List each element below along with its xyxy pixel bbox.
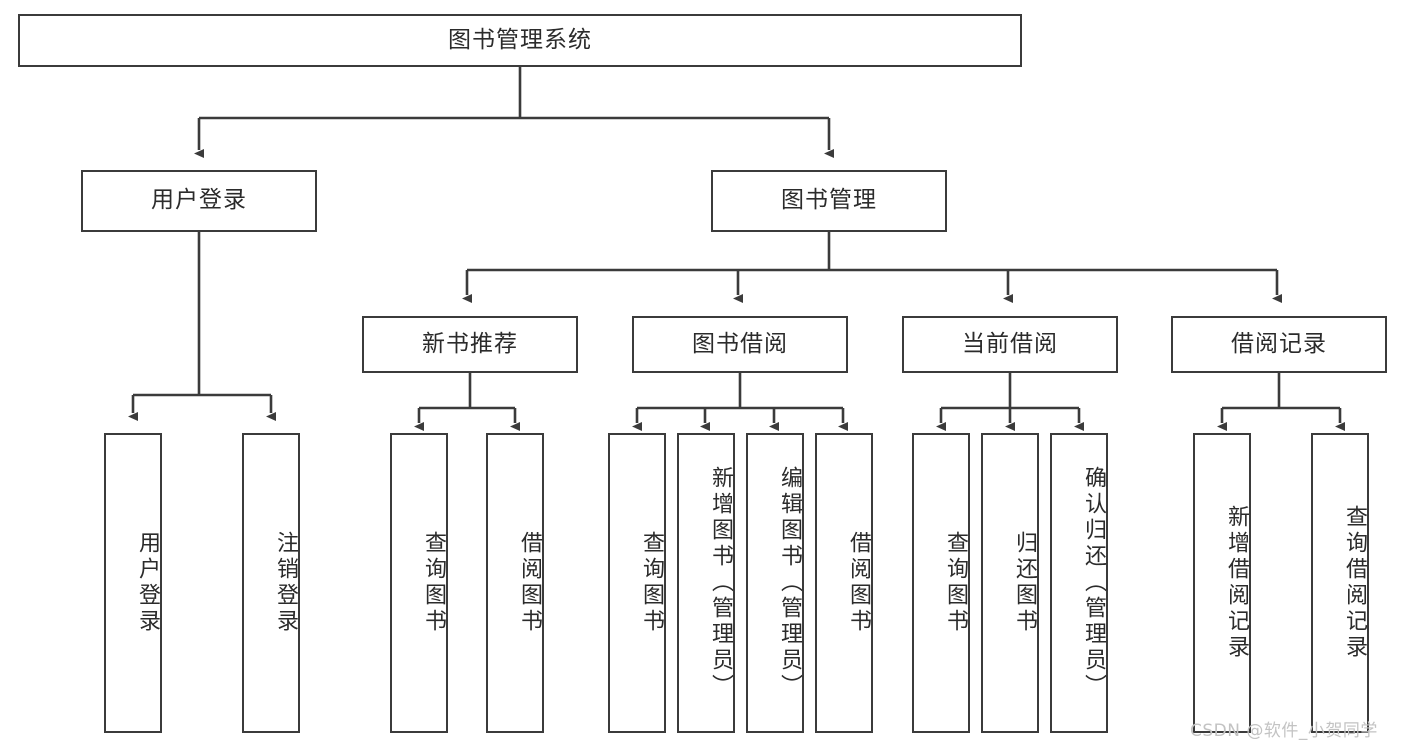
node-label: 查询图书 (943, 531, 968, 635)
node-label: 新书推荐 (422, 330, 518, 357)
node-label: 借阅图书 (846, 531, 871, 635)
leaf-user-login[interactable]: 用户登录 (104, 433, 162, 733)
node-label: 图书管理 (781, 187, 877, 214)
leaf-return-book[interactable]: 归还图书 (981, 433, 1039, 733)
node-label: 用户登录 (135, 531, 160, 635)
node-book-borrow[interactable]: 图书借阅 (632, 316, 848, 373)
node-label: 借阅记录 (1231, 330, 1327, 357)
node-label: 查询图书 (421, 531, 446, 635)
leaf-query-book-current[interactable]: 查询图书 (912, 433, 970, 733)
node-new-book-recommend[interactable]: 新书推荐 (362, 316, 578, 373)
leaf-borrow-book-recommend[interactable]: 借阅图书 (486, 433, 544, 733)
leaf-add-book-admin[interactable]: 新增图书（管理员） (677, 433, 735, 733)
leaf-query-book-recommend[interactable]: 查询图书 (390, 433, 448, 733)
leaf-logout[interactable]: 注销登录 (242, 433, 300, 733)
node-label: 新增图书（管理员） (708, 466, 733, 700)
node-label: 编辑图书（管理员） (777, 466, 802, 700)
node-root-book-management-system[interactable]: 图书管理系统 (18, 14, 1022, 67)
node-label: 新增借阅记录 (1224, 505, 1249, 661)
node-book-management[interactable]: 图书管理 (711, 170, 947, 232)
csdn-watermark: CSDN @软件_小贺同学 (1190, 721, 1378, 741)
node-label: 用户登录 (151, 187, 247, 214)
leaf-confirm-return-admin[interactable]: 确认归还（管理员） (1050, 433, 1108, 733)
node-borrow-record[interactable]: 借阅记录 (1171, 316, 1387, 373)
leaf-query-book-borrow[interactable]: 查询图书 (608, 433, 666, 733)
node-label: 注销登录 (273, 531, 298, 635)
node-label: 图书管理系统 (448, 26, 592, 53)
node-label: 查询图书 (639, 531, 664, 635)
node-user-login[interactable]: 用户登录 (81, 170, 317, 232)
node-current-borrow[interactable]: 当前借阅 (902, 316, 1118, 373)
node-label: 借阅图书 (517, 531, 542, 635)
node-label: 图书借阅 (692, 330, 788, 357)
node-label: 确认归还（管理员） (1081, 466, 1106, 700)
leaf-query-borrow-record[interactable]: 查询借阅记录 (1311, 433, 1369, 733)
node-label: 查询借阅记录 (1342, 505, 1367, 661)
leaf-edit-book-admin[interactable]: 编辑图书（管理员） (746, 433, 804, 733)
leaf-add-borrow-record[interactable]: 新增借阅记录 (1193, 433, 1251, 733)
leaf-borrow-book[interactable]: 借阅图书 (815, 433, 873, 733)
node-label: 当前借阅 (962, 330, 1058, 357)
node-label: 归还图书 (1012, 531, 1037, 635)
